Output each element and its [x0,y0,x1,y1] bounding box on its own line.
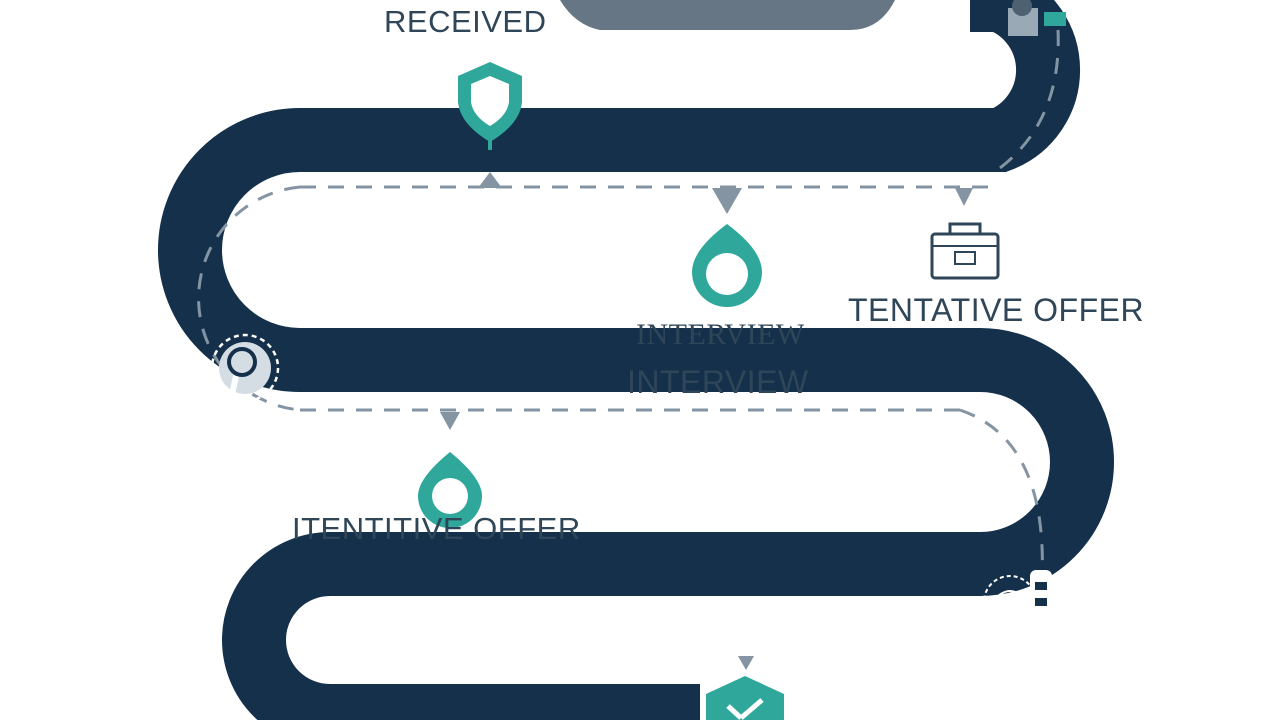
stage-label-security: SECURITY [366,597,547,636]
stage-label-received: RECEIVED [384,4,547,39]
stage-label-tentative-offer-right: TENTATIVE OFFER [848,292,1145,328]
fingerprint-icon [983,570,1052,640]
check-shield-icon [706,676,784,720]
shield-pin-icon [458,62,522,150]
stage-label-clearance: CLEARANCE [350,643,569,682]
progress-line [641,628,981,643]
person-badge-icon [1008,0,1066,36]
offer-drop-pin-icon [418,452,482,528]
top-slab [560,0,895,30]
winding-road [158,0,1114,720]
progress-line-start [637,636,647,646]
stage-label-interview-2: INTERVIEW [627,364,809,400]
interview-drop-pin-icon [692,224,762,307]
stage-label-interview-1: INTERVIEW [636,318,805,351]
magnifier-icon [208,333,280,405]
triangle-markers [440,172,973,670]
briefcase-icon [930,222,1000,280]
stage-label-tentative-offer-left: ITENTITIVE OFFER [292,511,581,546]
road-centerline [197,29,1060,581]
